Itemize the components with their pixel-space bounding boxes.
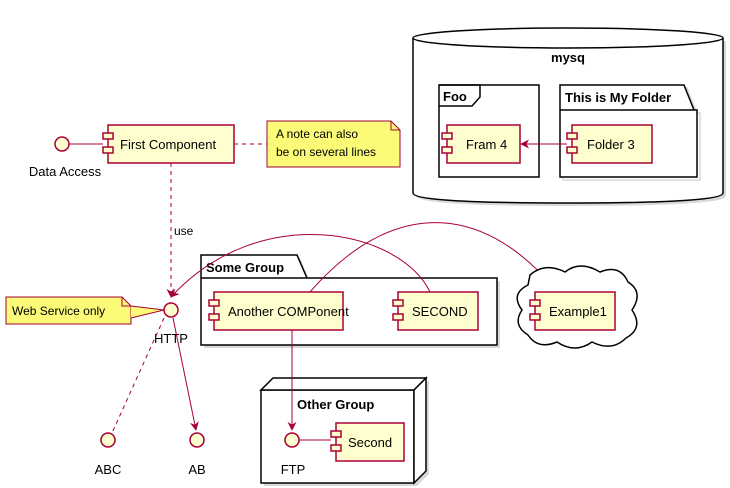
first-component-note: A note can also be on several lines	[266, 120, 401, 168]
mysq-label: mysq	[551, 50, 585, 65]
data-access-label: Data Access	[29, 164, 102, 179]
ftp-label: FTP	[281, 462, 306, 477]
folder3-component: Folder 3	[566, 124, 653, 164]
other-group-label: Other Group	[297, 397, 374, 412]
ftp-interface: FTP	[281, 432, 306, 477]
edge-second-http	[170, 234, 431, 298]
second-label: Second	[348, 435, 392, 450]
ab-label: AB	[188, 462, 205, 477]
abc-label: ABC	[95, 462, 122, 477]
folder3-label: Folder 3	[587, 137, 635, 152]
some-group-label: Some Group	[206, 260, 284, 275]
foo-label: Foo	[443, 89, 467, 104]
note-line-2: be on several lines	[276, 145, 376, 159]
second-upper-label: SECOND	[412, 304, 468, 319]
edge-http-ab	[172, 317, 199, 431]
second-component: Second	[330, 422, 405, 462]
first-component-label: First Component	[120, 137, 216, 152]
edge-http-abc	[111, 317, 165, 434]
ab-interface: AB	[188, 432, 206, 477]
http-interface: HTTP	[154, 302, 188, 346]
abc-interface: ABC	[95, 432, 122, 477]
edge-use-label: use	[174, 224, 194, 238]
fram4-label: Fram 4	[466, 137, 507, 152]
another-component-label: Another COMPonent	[228, 304, 349, 319]
web-service-note: Web Service only	[5, 296, 165, 325]
another-component: Another COMPonent	[208, 291, 349, 331]
web-service-note-label: Web Service only	[12, 304, 105, 318]
note-line-1: A note can also	[276, 127, 358, 141]
edge-another-example1	[309, 222, 556, 293]
data-access-interface: Data Access	[29, 136, 102, 179]
example1-label: Example1	[549, 304, 607, 319]
second-upper-component: SECOND	[392, 291, 479, 331]
example1-component: Example1	[529, 291, 616, 331]
my-folder-label: This is My Folder	[565, 90, 671, 105]
first-component: First Component	[102, 124, 235, 164]
http-label: HTTP	[154, 331, 188, 346]
fram4-component: Fram 4	[441, 124, 521, 164]
